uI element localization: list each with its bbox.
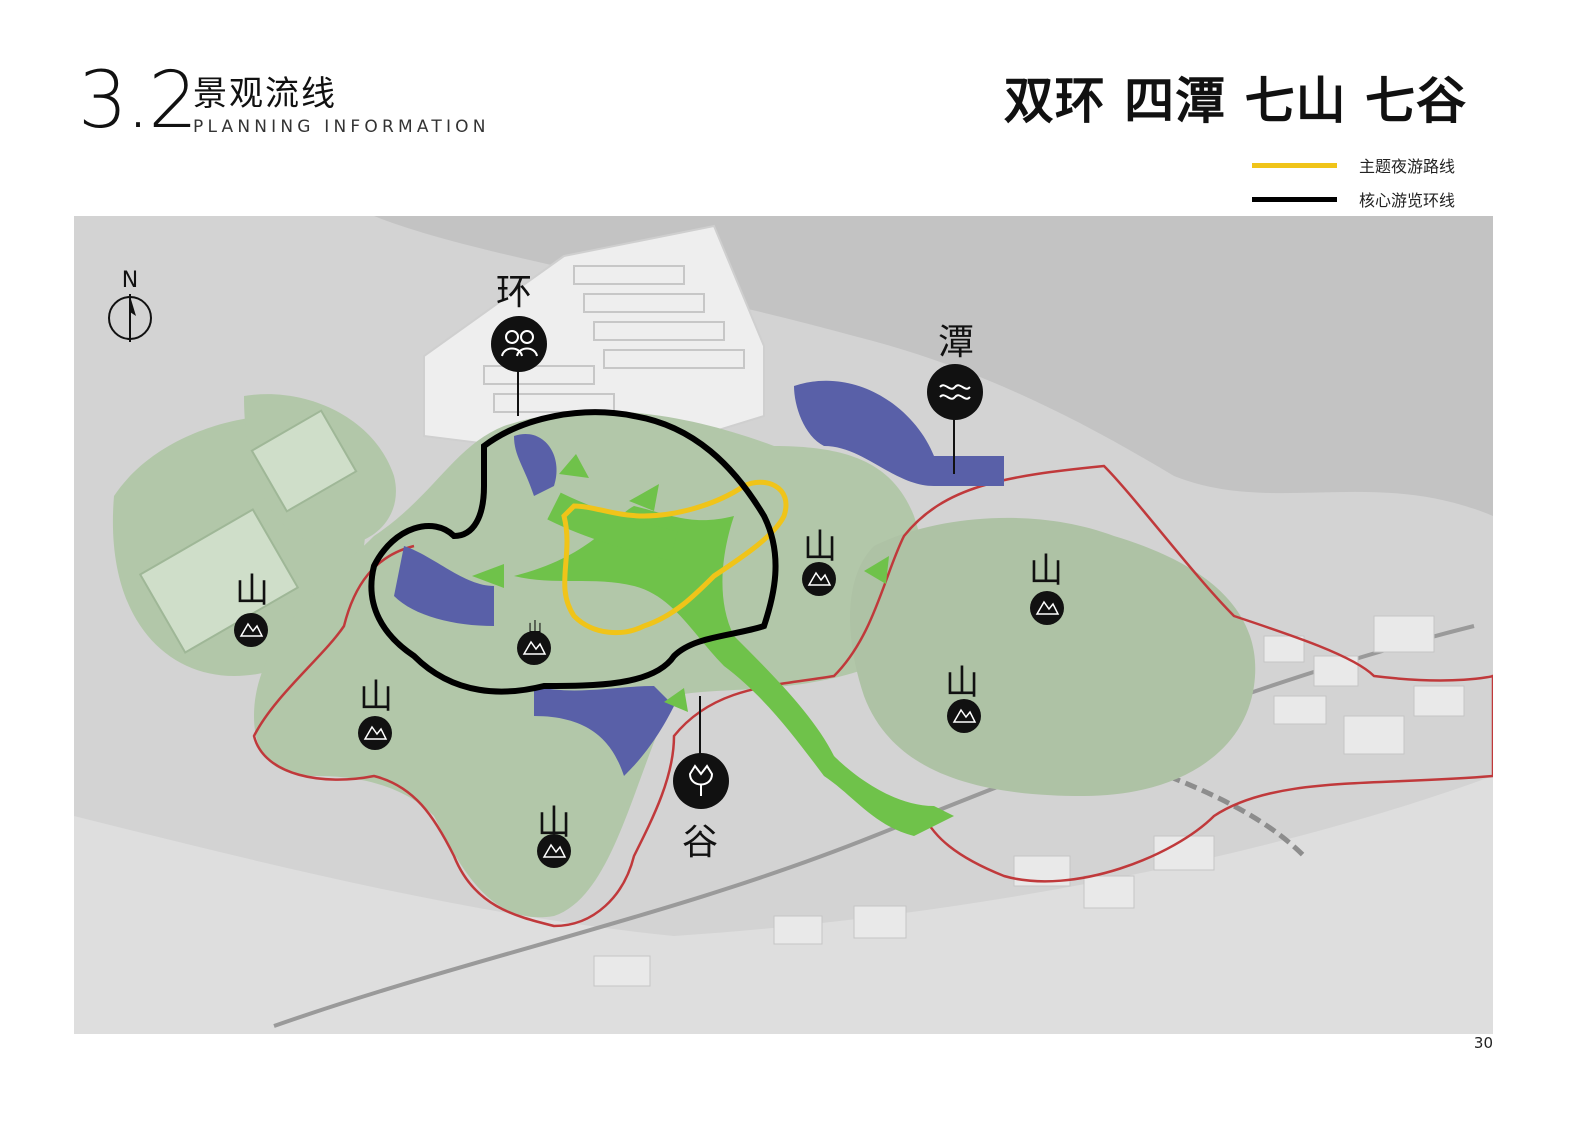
core-tour-loop bbox=[368, 409, 779, 695]
central-park-area bbox=[254, 411, 926, 918]
label-shan: 山 bbox=[235, 571, 269, 611]
river-line bbox=[273, 624, 1475, 1028]
dashed-road bbox=[1083, 743, 1306, 858]
label-shan: 山 bbox=[359, 677, 393, 717]
mountain-icon bbox=[1030, 591, 1064, 625]
direction-arrows bbox=[472, 454, 889, 712]
mountain-icon bbox=[947, 699, 981, 733]
mountain-icon bbox=[802, 562, 836, 596]
north-arrow bbox=[108, 294, 152, 342]
mountain-marker-3: 山 bbox=[517, 620, 551, 665]
mountain-marker-4: 山 bbox=[537, 803, 571, 868]
water-pond-northeast bbox=[794, 380, 1004, 486]
mountain-marker-7: 山 bbox=[945, 663, 981, 733]
label-shan: 山 bbox=[803, 527, 837, 567]
legend-item-night-route: 主题夜游路线 bbox=[1252, 148, 1455, 182]
lowland-area bbox=[74, 776, 1493, 1034]
site-boundary bbox=[252, 464, 1493, 928]
label-shan: 山 bbox=[945, 663, 979, 703]
people-icon bbox=[491, 316, 547, 416]
terrain-shade bbox=[74, 216, 1493, 516]
page-headline: 双环 四潭 七山 七谷 bbox=[1003, 72, 1467, 130]
water-pond-south bbox=[534, 686, 674, 776]
north-label: N bbox=[122, 268, 138, 293]
legend-swatch-black bbox=[1252, 196, 1337, 202]
mountain-marker-5: 山 bbox=[802, 527, 837, 596]
mountain-icon bbox=[358, 716, 392, 750]
legend-label: 核心游览环线 bbox=[1359, 191, 1456, 210]
tulip-icon bbox=[673, 696, 729, 809]
legend-label: 主题夜游路线 bbox=[1359, 157, 1456, 176]
site-plan-map: N 环 潭 谷 山 bbox=[74, 216, 1493, 1034]
northwest-building bbox=[250, 409, 358, 513]
water-pond-north bbox=[514, 434, 557, 496]
section-number: 3.2 bbox=[78, 56, 198, 146]
label-tan: 潭 bbox=[938, 322, 974, 363]
mountain-marker-2: 山 bbox=[358, 677, 393, 750]
mountain-marker-6: 山 bbox=[1029, 551, 1064, 625]
page-number: 30 bbox=[1473, 1034, 1493, 1052]
legend-swatch-yellow bbox=[1252, 162, 1337, 168]
mountain-icon bbox=[537, 834, 571, 868]
section-title: 景观流线 bbox=[193, 74, 337, 114]
label-shan: 山 bbox=[1029, 551, 1063, 591]
night-tour-route bbox=[561, 479, 789, 636]
label-gu: 谷 bbox=[682, 822, 718, 863]
map-legend: 主题夜游路线 核心游览环线 bbox=[1252, 148, 1455, 216]
water-pond-west bbox=[394, 546, 494, 626]
water-waves-icon bbox=[927, 364, 983, 474]
mountain-marker-1: 山 bbox=[234, 571, 269, 647]
mountain-icon bbox=[234, 613, 268, 647]
site-plan-svg: N 环 潭 谷 山 bbox=[74, 216, 1493, 1034]
section-subtitle: PLANNING INFORMATION bbox=[193, 117, 490, 137]
legend-item-core-loop: 核心游览环线 bbox=[1252, 182, 1455, 216]
mountain-icon bbox=[517, 631, 551, 665]
label-huan: 环 bbox=[496, 272, 532, 313]
factory-buildings bbox=[483, 265, 745, 413]
green-corridor bbox=[514, 506, 954, 836]
